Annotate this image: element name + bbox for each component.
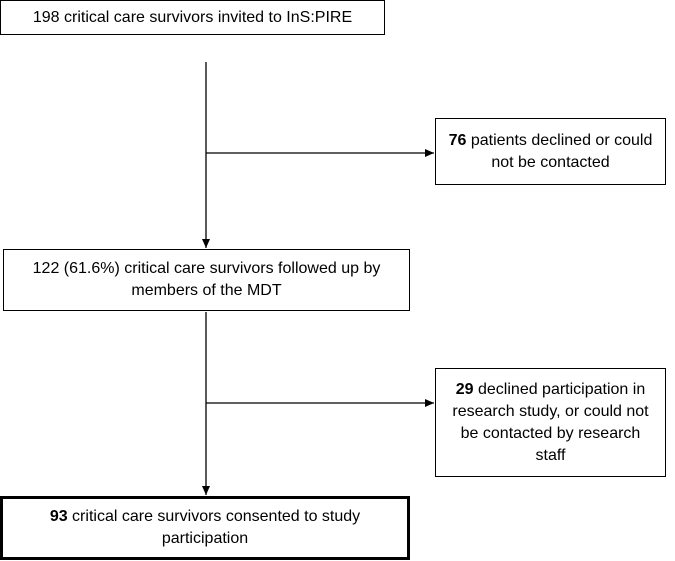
declined-first-count: 76 — [448, 131, 467, 149]
consented-count: 93 — [49, 508, 68, 525]
followed-up-box: 122 (61.6%) critical care survivors foll… — [3, 249, 410, 311]
declined-first-box: 76 patients declined or could not be con… — [435, 118, 666, 185]
invited-box: 198 critical care survivors invited to I… — [0, 0, 385, 35]
consented-box: 93 critical care survivors consented to … — [0, 496, 410, 560]
declined-first-box-text: 76 patients declined or could not be con… — [436, 130, 665, 174]
invited-box-text: 198 critical care survivors invited to I… — [32, 8, 353, 26]
declined-second-label: declined participation in research study… — [452, 380, 649, 464]
declined-second-box-text: 29 declined participation in research st… — [436, 379, 665, 467]
consented-label: critical care survivors consented to stu… — [67, 508, 361, 547]
followed-up-box-text: 122 (61.6%) critical care survivors foll… — [32, 260, 381, 299]
declined-second-count: 29 — [455, 380, 474, 398]
declined-first-label: patients declined or could not be contac… — [466, 131, 653, 171]
consented-box-text: 93 critical care survivors consented to … — [3, 506, 407, 550]
declined-second-box: 29 declined participation in research st… — [435, 368, 666, 477]
